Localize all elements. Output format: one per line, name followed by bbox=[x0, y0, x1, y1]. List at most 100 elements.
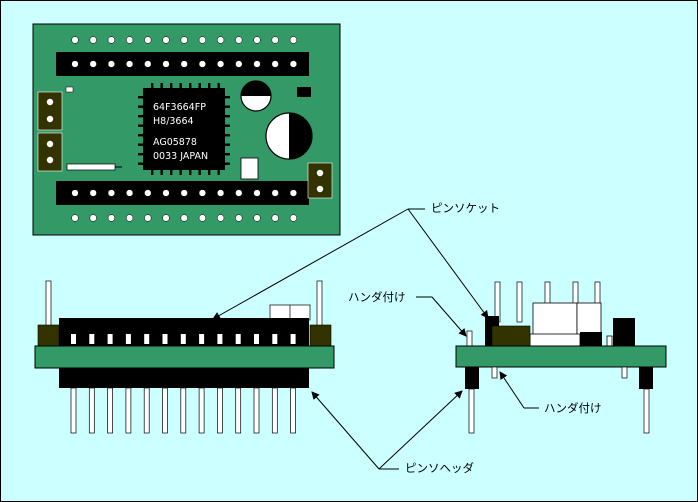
socket-hole bbox=[199, 334, 205, 344]
header-pin bbox=[46, 140, 54, 148]
pin-hole bbox=[253, 189, 261, 197]
pin-hole bbox=[89, 36, 97, 44]
pin-hole bbox=[144, 36, 152, 44]
pin-hole bbox=[89, 189, 97, 197]
chip-lead bbox=[138, 96, 143, 99]
chip-lead bbox=[160, 170, 163, 175]
chip-lead bbox=[151, 170, 154, 175]
pin-hole bbox=[180, 60, 188, 68]
pin-hole bbox=[125, 36, 134, 44]
pin-hole bbox=[162, 60, 170, 68]
pin-hole bbox=[253, 214, 261, 222]
chip-lead bbox=[138, 134, 143, 137]
chip-lead bbox=[189, 170, 192, 175]
chip-lead bbox=[225, 134, 230, 137]
lower-socket-pin-row bbox=[71, 189, 298, 197]
pin-hole bbox=[235, 36, 243, 44]
label-solder-right: ハンダ付け bbox=[544, 401, 602, 415]
chip-lead bbox=[225, 153, 230, 156]
pin-hole bbox=[125, 214, 134, 222]
end-header-left bbox=[465, 367, 479, 389]
socket-hole bbox=[89, 334, 95, 344]
header-pin bbox=[107, 387, 113, 434]
chip-lead bbox=[225, 124, 230, 127]
callout-solder-left: ハンダ付け bbox=[348, 290, 467, 337]
microcontroller-chip bbox=[143, 88, 225, 170]
label-pin-socket: ピンソケット bbox=[431, 201, 500, 215]
pin-hole bbox=[144, 214, 152, 222]
header-pin bbox=[46, 156, 54, 164]
pin-hole bbox=[235, 214, 243, 222]
pin-hole bbox=[271, 36, 279, 44]
pin-hole bbox=[162, 189, 170, 197]
header-pin bbox=[46, 115, 54, 123]
pin-hole bbox=[89, 60, 97, 68]
chip-marking-line3: AG05878 bbox=[153, 137, 197, 148]
left-header-upper bbox=[37, 91, 63, 131]
tall-pin-right bbox=[316, 280, 323, 328]
chip-lead bbox=[179, 170, 182, 175]
end-black-tall-part bbox=[613, 318, 635, 346]
chip-lead bbox=[208, 170, 211, 175]
pin-hole bbox=[144, 189, 152, 197]
socket-hole bbox=[254, 334, 259, 344]
header-pin bbox=[70, 387, 77, 434]
chip-lead bbox=[217, 83, 220, 88]
right-header bbox=[307, 162, 333, 199]
chip-lead bbox=[225, 96, 230, 99]
pin-hole bbox=[107, 60, 116, 68]
chip-lead bbox=[138, 153, 143, 156]
header-pin bbox=[198, 387, 205, 434]
pin-hole bbox=[107, 189, 116, 197]
side-pcb bbox=[34, 345, 335, 369]
callout-pin-header: ピンソヘッダ bbox=[311, 390, 474, 475]
pin-hole bbox=[198, 189, 207, 197]
chip-lead bbox=[160, 83, 163, 88]
chip-marking-line4: 0033 JAPAN bbox=[153, 151, 208, 162]
pin-hole bbox=[216, 36, 225, 44]
chip-lead bbox=[170, 83, 173, 88]
white-component bbox=[240, 157, 259, 180]
header-pin bbox=[235, 387, 242, 434]
socket-hole bbox=[180, 334, 186, 344]
board-end-view bbox=[455, 281, 667, 434]
callout-solder-right: ハンダ付け bbox=[499, 371, 602, 415]
pin-hole bbox=[253, 60, 261, 68]
tall-pin-left bbox=[45, 280, 52, 328]
upper-socket-pin-row bbox=[71, 60, 298, 68]
chip-lead bbox=[198, 83, 201, 88]
side-header-right bbox=[309, 324, 332, 347]
chip-lead bbox=[217, 170, 220, 175]
pin-hole bbox=[125, 189, 134, 197]
end-header-pin-left bbox=[468, 388, 475, 434]
pin-hole bbox=[216, 189, 225, 197]
chip-lead bbox=[138, 143, 143, 146]
pin-hole bbox=[180, 189, 188, 197]
socket-hole bbox=[144, 334, 150, 344]
header-pin bbox=[316, 169, 324, 177]
side-pin-header bbox=[59, 368, 309, 388]
large-capacitor-band bbox=[289, 113, 312, 159]
end-pcb bbox=[455, 345, 667, 368]
pin-hole bbox=[89, 214, 97, 222]
pin-hole bbox=[198, 214, 207, 222]
pin-hole bbox=[271, 189, 279, 197]
pin-hole bbox=[289, 60, 298, 68]
pin-hole bbox=[271, 60, 279, 68]
pin-hole bbox=[289, 214, 298, 222]
socket-hole bbox=[71, 334, 76, 344]
small-capacitor-band bbox=[241, 81, 271, 96]
pin-hole bbox=[198, 60, 207, 68]
chip-lead bbox=[208, 83, 211, 88]
header-pin bbox=[125, 387, 132, 434]
pin-hole bbox=[144, 60, 152, 68]
socket-hole bbox=[125, 334, 131, 344]
pin-hole bbox=[289, 189, 298, 197]
header-pin bbox=[180, 387, 187, 434]
end-bottom-pin bbox=[621, 366, 628, 379]
small-component bbox=[297, 87, 311, 97]
chip-lead bbox=[225, 115, 230, 118]
label-pin-header: ピンソヘッダ bbox=[405, 461, 474, 475]
socket-hole bbox=[162, 334, 168, 344]
